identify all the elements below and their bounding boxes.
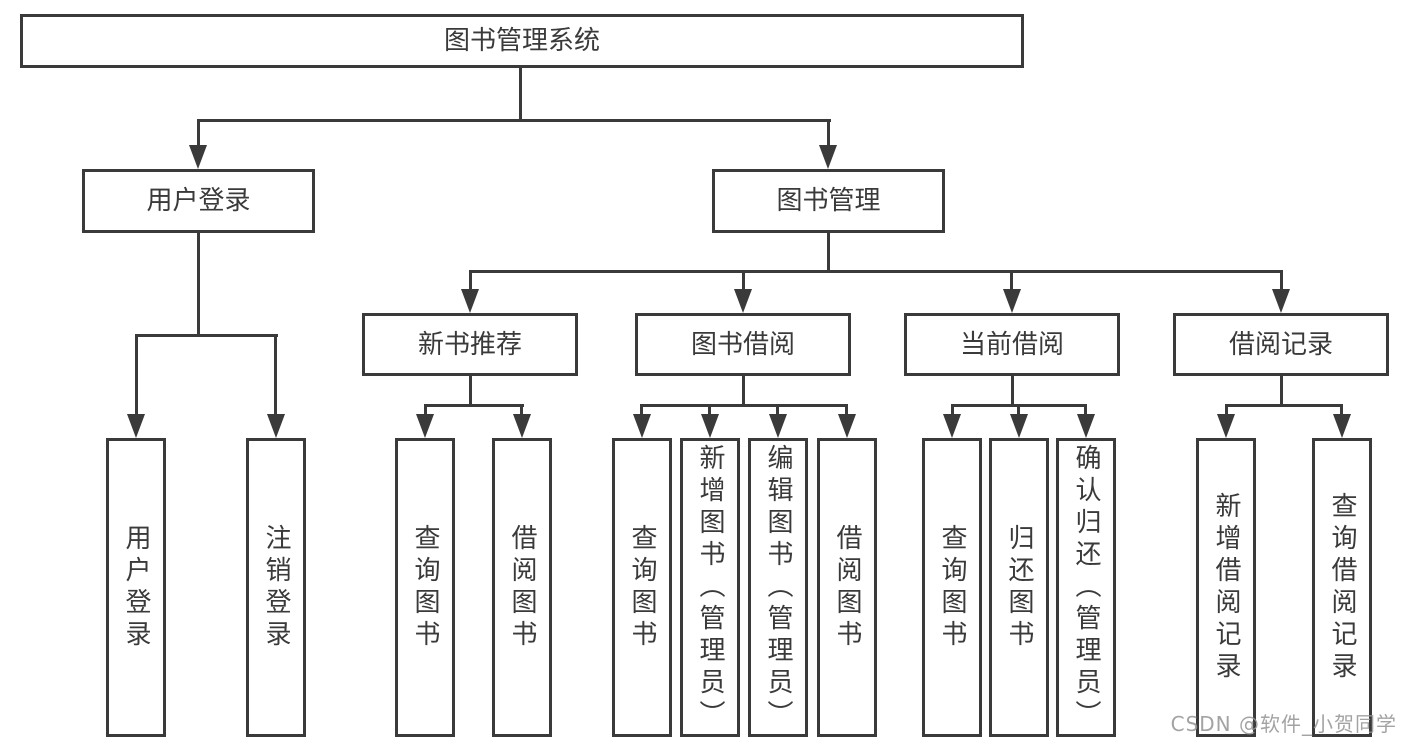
connector-stem [1225, 404, 1228, 418]
arrowhead [1010, 414, 1028, 438]
leaf-add-book-admin: 新增图书（管理员） [680, 438, 740, 737]
connector-stem [1084, 404, 1087, 418]
watermark: CSDN @软件_小贺同学 [1170, 712, 1397, 736]
connector-stem [1340, 404, 1343, 418]
node-book-borrowing-label: 图书借阅 [690, 329, 795, 360]
connector-stem [640, 404, 643, 418]
connector-new-book-branch [424, 404, 524, 407]
leaf-return-books: 归还图书 [989, 438, 1049, 737]
connector-book-management-drop [827, 233, 830, 272]
connector-stem [1017, 404, 1020, 418]
leaf-query-books-current: 查询图书 [922, 438, 982, 737]
leaf-confirm-return-admin-label: 确认归还（管理员） [1071, 443, 1101, 732]
connector-stem-user-login [197, 119, 200, 149]
leaf-edit-book-admin-label: 编辑图书（管理员） [763, 443, 793, 732]
leaf-logout: 注销登录 [246, 438, 306, 737]
leaf-query-books-current-label: 查询图书 [937, 523, 967, 652]
leaf-add-book-admin-label: 新增图书（管理员） [695, 443, 725, 732]
leaf-return-books-label: 归还图书 [1004, 523, 1034, 652]
connector-borrow-records-branch [1225, 404, 1343, 407]
connector-stem-leaf-login [135, 334, 138, 416]
node-borrowing-records-label: 借阅记录 [1228, 329, 1333, 360]
node-library-system: 图书管理系统 [20, 14, 1024, 68]
connector-stem [776, 404, 779, 418]
node-current-borrowing-label: 当前借阅 [959, 329, 1064, 360]
arrowhead [1333, 414, 1351, 438]
node-user-login: 用户登录 [82, 169, 315, 233]
connector-stem-new-book [469, 270, 472, 293]
connector-stem [845, 404, 848, 418]
arrowhead-user-login [189, 145, 207, 169]
leaf-logout-label: 注销登录 [261, 523, 291, 652]
arrowhead-leaf-logout [267, 414, 285, 438]
leaf-query-books-borrow: 查询图书 [612, 438, 672, 737]
leaf-add-borrow-record-label: 新增借阅记录 [1211, 491, 1241, 684]
arrowhead-book-borrow [734, 289, 752, 313]
leaf-query-books-recommend-label: 查询图书 [410, 523, 440, 652]
connector-user-login-branch [135, 334, 278, 337]
leaf-query-borrow-record: 查询借阅记录 [1312, 438, 1372, 737]
connector-stem-book-management [827, 119, 830, 149]
leaf-borrow-books-recommend-label: 借阅图书 [507, 523, 537, 652]
arrowhead [1077, 414, 1095, 438]
arrowhead [1217, 414, 1235, 438]
leaf-query-books-borrow-label: 查询图书 [627, 523, 657, 652]
connector-borrow-records-drop [1280, 376, 1283, 407]
connector-current-borrow-drop [1011, 376, 1014, 407]
leaf-user-login-label: 用户登录 [121, 523, 151, 652]
leaf-add-borrow-record: 新增借阅记录 [1196, 438, 1256, 737]
leaf-borrow-books: 借阅图书 [817, 438, 877, 737]
connector-stem [708, 404, 711, 418]
connector-stem-current-borrow [1010, 270, 1013, 293]
leaf-edit-book-admin: 编辑图书（管理员） [748, 438, 808, 737]
leaf-confirm-return-admin: 确认归还（管理员） [1056, 438, 1116, 737]
connector-book-borrow-branch [640, 404, 848, 407]
arrowhead-new-book [461, 289, 479, 313]
leaf-query-borrow-record-label: 查询借阅记录 [1327, 491, 1357, 684]
connector-stem-leaf-logout [274, 334, 277, 416]
connector-stem [520, 404, 523, 418]
connector-book-borrow-drop [742, 376, 745, 407]
node-book-management: 图书管理 [712, 169, 945, 233]
arrowhead [701, 414, 719, 438]
arrowhead [943, 414, 961, 438]
connector-stem-book-borrow [742, 270, 745, 293]
node-new-book-recommend-label: 新书推荐 [417, 329, 522, 360]
node-book-management-label: 图书管理 [776, 186, 881, 216]
arrowhead-current-borrow [1003, 289, 1021, 313]
leaf-borrow-books-label: 借阅图书 [832, 523, 862, 652]
node-borrowing-records: 借阅记录 [1173, 313, 1389, 376]
connector-stem [951, 404, 954, 418]
connector-stem-borrow-records [1280, 270, 1283, 293]
leaf-user-login: 用户登录 [106, 438, 166, 737]
connector-user-login-drop [197, 233, 200, 336]
node-new-book-recommend: 新书推荐 [362, 313, 578, 376]
node-user-login-label: 用户登录 [146, 186, 251, 216]
arrowhead [769, 414, 787, 438]
node-current-borrowing: 当前借阅 [904, 313, 1120, 376]
node-book-borrowing: 图书借阅 [635, 313, 851, 376]
connector-stem [424, 404, 427, 418]
connector-root-drop [519, 68, 522, 121]
arrowhead-leaf-login [127, 414, 145, 438]
connector-new-book-drop [469, 376, 472, 407]
leaf-query-books-recommend: 查询图书 [395, 438, 455, 737]
connector-root-branch [197, 119, 831, 122]
connector-book-management-branch [469, 270, 1283, 273]
arrowhead [633, 414, 651, 438]
leaf-borrow-books-recommend: 借阅图书 [492, 438, 552, 737]
arrowhead-book-management [819, 145, 837, 169]
arrowhead [838, 414, 856, 438]
arrowhead-borrow-records [1272, 289, 1290, 313]
arrowhead [416, 414, 434, 438]
arrowhead [513, 414, 531, 438]
node-library-system-label: 图书管理系统 [443, 26, 600, 56]
